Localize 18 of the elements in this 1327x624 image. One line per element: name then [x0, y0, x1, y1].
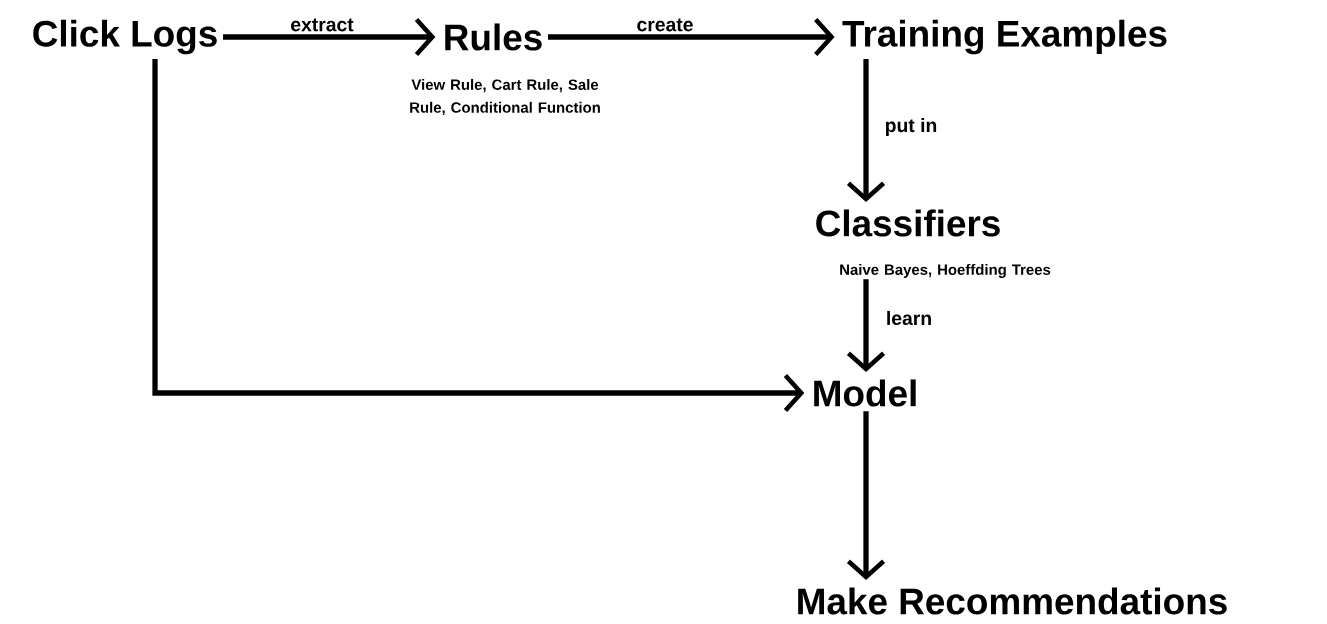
node-text: Training Examples [842, 19, 1167, 55]
node-text: Model [814, 379, 916, 407]
node-caption: Naive Bayes, Hoeffding Trees [840, 264, 1051, 278]
edge-label: learn [884, 309, 934, 327]
node-text: Rules [445, 23, 542, 51]
arrow [846, 59, 886, 203]
arrow [846, 279, 886, 373]
edge-label: create [634, 16, 696, 34]
arrow [152, 59, 805, 413]
node-caption: View Rule, Cart Rule, Sale Rule, Conditional Function [410, 79, 600, 115]
arrow [223, 17, 436, 57]
edge-label: put in [882, 116, 940, 138]
node-text: Classifiers [816, 209, 1000, 237]
arrow [548, 17, 835, 57]
arrow [846, 411, 886, 581]
node-text: Click Logs [33, 19, 217, 55]
edge-label: extract [288, 16, 356, 34]
node-text: Make Recommendations [798, 587, 1227, 615]
